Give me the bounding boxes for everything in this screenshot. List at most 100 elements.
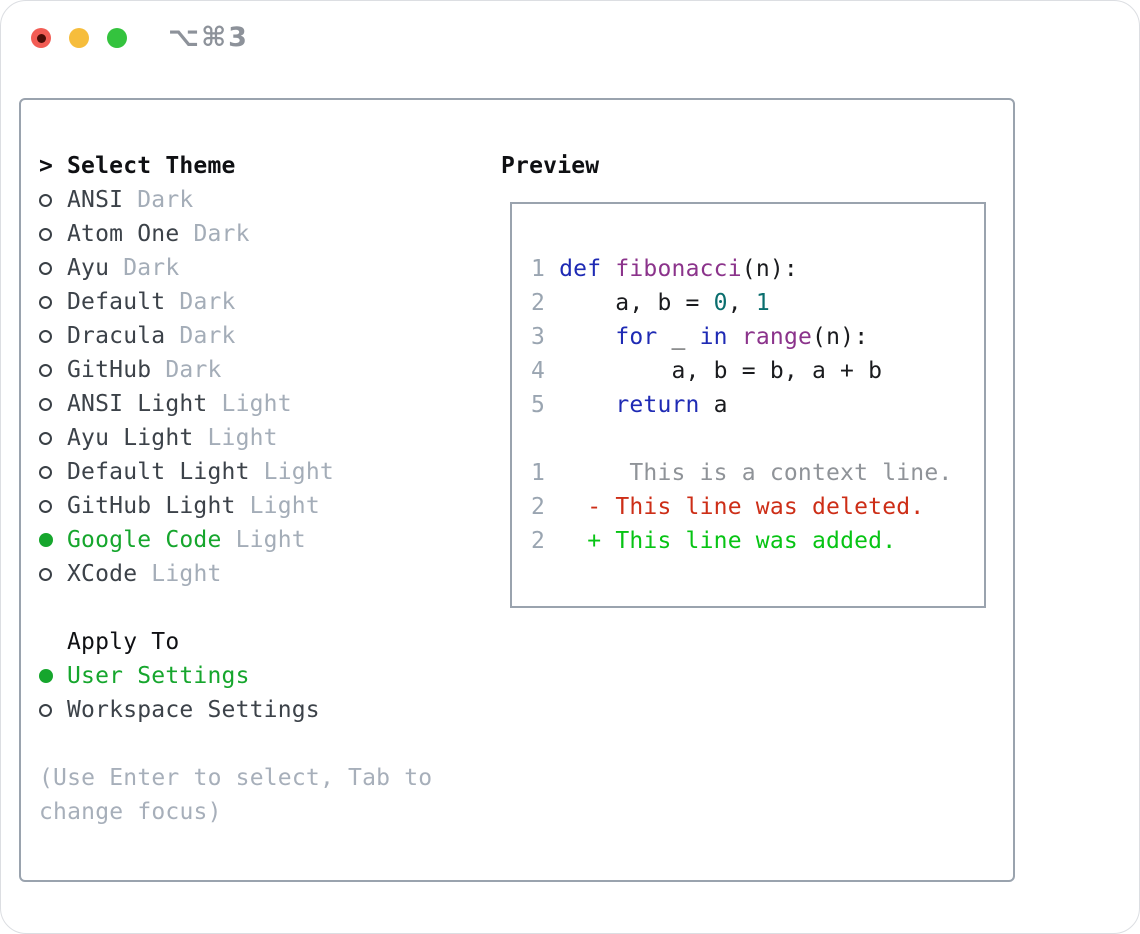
theme-variant: Light [235, 493, 320, 519]
apply-option-user-settings[interactable]: User Settings [39, 659, 499, 693]
theme-variant: Dark [151, 357, 222, 383]
radio-icon [39, 567, 52, 581]
preview-line-4: 4 a, b = b, a + b [531, 354, 952, 388]
apply-to-header: Apply To [39, 625, 499, 659]
radio-selected-icon [39, 533, 53, 547]
radio-icon [39, 465, 52, 479]
apply-option-workspace-settings[interactable]: Workspace Settings [39, 693, 499, 727]
spacer-row [39, 591, 499, 625]
theme-variant: Light [221, 527, 306, 553]
radio-icon [39, 261, 52, 275]
code-segment: def [559, 256, 602, 282]
code-segment [559, 392, 615, 418]
preview-line-5: 5 return a [531, 388, 952, 422]
radio-icon [39, 329, 52, 343]
radio-icon [39, 703, 52, 717]
preview-line-8: 2 - This line was deleted. [531, 490, 952, 524]
radio-cell [39, 465, 67, 479]
radio-cell [39, 431, 67, 445]
apply-to-label: Apply To [67, 629, 180, 655]
radio-cell [39, 363, 67, 377]
close-button[interactable] [31, 28, 51, 48]
code-segment: return [615, 392, 700, 418]
radio-cell [39, 499, 67, 513]
theme-name: GitHub Light [67, 493, 236, 519]
theme-option-github-light-light[interactable]: GitHub Light Light [39, 489, 499, 523]
code-segment [559, 324, 615, 350]
theme-variant: Light [137, 561, 222, 587]
radio-cell [39, 193, 67, 207]
traffic-lights [31, 28, 127, 48]
code-segment: - This line was deleted. [587, 494, 925, 520]
theme-name: Default [67, 289, 166, 315]
window-title: ⌥⌘3 [168, 22, 249, 53]
radio-selected-icon [39, 669, 53, 683]
code-segment: 5 [531, 392, 560, 418]
hint-line-1: (Use Enter to select, Tab to [39, 765, 433, 791]
code-segment: 3 [531, 324, 560, 350]
minimize-button[interactable] [69, 28, 89, 48]
theme-variant: Dark [165, 289, 236, 315]
theme-option-ayu-light-light[interactable]: Ayu Light Light [39, 421, 499, 455]
code-segment: 0 [713, 290, 728, 316]
code-segment: 4 [531, 358, 560, 384]
spacer-row [39, 727, 499, 761]
code-segment: (n): [812, 324, 869, 350]
theme-option-default-dark[interactable]: Default Dark [39, 285, 499, 319]
code-segment: + This line was added. [587, 528, 897, 554]
theme-option-dracula-dark[interactable]: Dracula Dark [39, 319, 499, 353]
preview-line-9: 2 + This line was added. [531, 524, 952, 558]
radio-icon [39, 431, 52, 445]
code-segment: _ [657, 324, 700, 350]
code-segment: 2 [531, 528, 560, 554]
radio-icon [39, 227, 52, 241]
theme-variant: Light [193, 425, 278, 451]
theme-name: Atom One [67, 221, 180, 247]
zoom-button[interactable] [107, 28, 127, 48]
code-segment: This is a context line. [559, 460, 953, 486]
code-segment: 1 [531, 460, 560, 486]
code-segment: for [615, 324, 658, 350]
select-theme-header: >Select Theme [39, 149, 499, 183]
code-segment [559, 528, 587, 554]
code-segment: fibonacci [615, 256, 742, 282]
theme-option-atom-one-dark[interactable]: Atom One Dark [39, 217, 499, 251]
theme-name: ANSI Light [67, 391, 208, 417]
code-segment: range [741, 324, 813, 350]
radio-cell [39, 227, 67, 241]
theme-option-github-dark[interactable]: GitHub Dark [39, 353, 499, 387]
theme-variant: Dark [109, 255, 180, 281]
preview-line-2: 2 a, b = 0, 1 [531, 286, 952, 320]
code-segment [601, 256, 615, 282]
theme-option-xcode-light[interactable]: XCode Light [39, 557, 499, 591]
apply-option-label: User Settings [67, 663, 250, 689]
theme-variant: Light [207, 391, 292, 417]
radio-icon [39, 397, 52, 411]
theme-option-default-light-light[interactable]: Default Light Light [39, 455, 499, 489]
code-segment: in [699, 324, 728, 350]
theme-option-ansi-light-light[interactable]: ANSI Light Light [39, 387, 499, 421]
theme-variant: Dark [123, 187, 194, 213]
preview-label: Preview [501, 153, 600, 179]
code-segment [728, 324, 742, 350]
theme-option-ansi-dark[interactable]: ANSI Dark [39, 183, 499, 217]
radio-icon [39, 499, 52, 513]
theme-option-google-code-light[interactable]: Google Code Light [39, 523, 499, 557]
theme-option-ayu-dark[interactable]: Ayu Dark [39, 251, 499, 285]
theme-name: Dracula [67, 323, 166, 349]
radio-cell [39, 329, 67, 343]
code-segment: 1 [755, 290, 770, 316]
theme-name: Ayu Light [67, 425, 194, 451]
preview-line-1: 1 def fibonacci(n): [531, 252, 952, 286]
radio-cell [39, 397, 67, 411]
theme-name: Default Light [67, 459, 250, 485]
theme-name: GitHub [67, 357, 152, 383]
selection-caret-icon: > [39, 153, 54, 179]
code-segment: 1 [531, 256, 560, 282]
code-segment: a, b = b, a + b [559, 358, 883, 384]
